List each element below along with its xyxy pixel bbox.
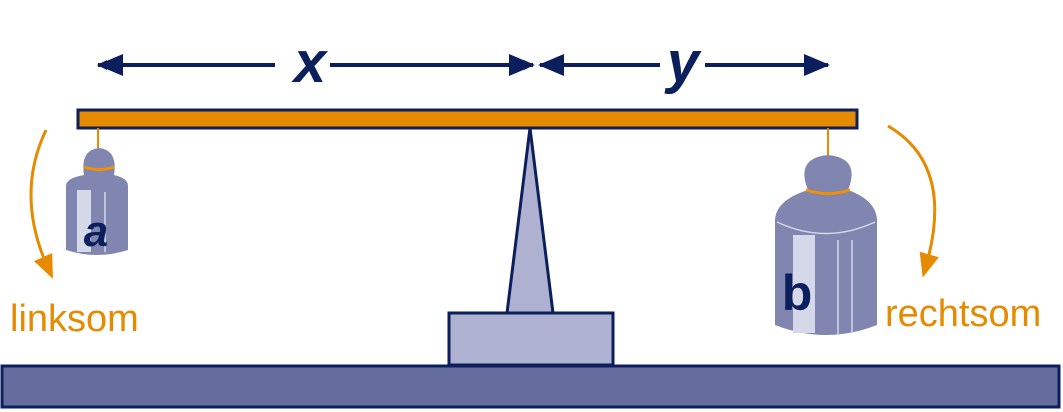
- weight-b-label: b: [782, 265, 813, 321]
- distance-x-label: x: [291, 30, 329, 95]
- distance-y-label: y: [664, 30, 702, 95]
- counterclockwise-arrow-icon: [29, 129, 53, 279]
- fulcrum: [505, 127, 555, 315]
- ground: [0, 364, 1061, 409]
- rotation-right-label: rechtsom: [885, 293, 1041, 335]
- weight-a: a: [66, 128, 128, 256]
- rotation-left-label: linksom: [10, 298, 139, 340]
- fulcrum-base: [447, 311, 615, 367]
- distance-x-arrow: x: [97, 30, 535, 95]
- lever-beam: [76, 108, 859, 130]
- weight-b: b: [775, 128, 877, 335]
- distance-y-arrow: y: [538, 30, 830, 95]
- weight-a-label: a: [84, 207, 108, 256]
- clockwise-arrow-icon: [887, 124, 939, 278]
